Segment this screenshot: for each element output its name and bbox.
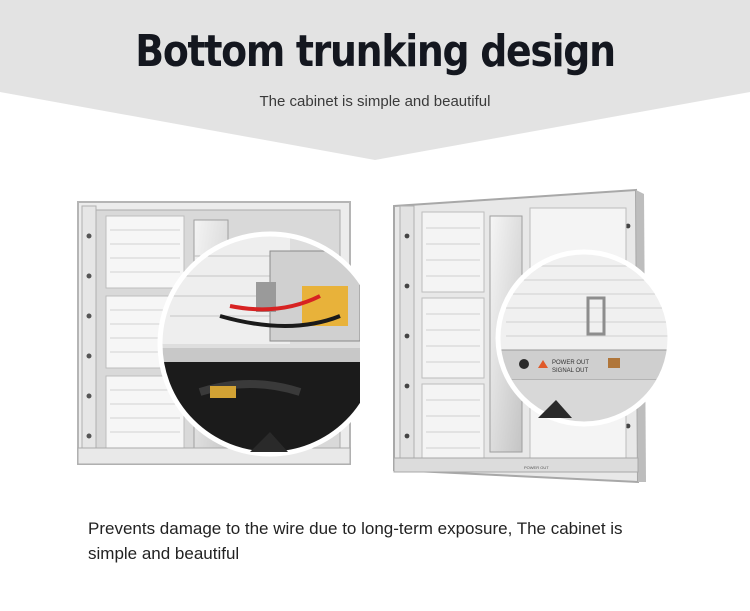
page-title: Bottom trunking design	[135, 26, 616, 77]
feature-description: Prevents damage to the wire due to long-…	[88, 519, 623, 563]
power-out-label: POWER OUT	[552, 360, 589, 366]
page-subtitle: The cabinet is simple and beautiful	[259, 93, 491, 110]
cabinet-photo-right: POWER OUT POWER OUT SIGNAL OUT	[393, 188, 673, 484]
header-banner	[0, 0, 750, 160]
cabinet-photo-left	[77, 201, 360, 465]
bottom-rail-power-label: POWER OUT	[524, 465, 549, 470]
signal-out-label: SIGNAL OUT	[552, 368, 588, 374]
